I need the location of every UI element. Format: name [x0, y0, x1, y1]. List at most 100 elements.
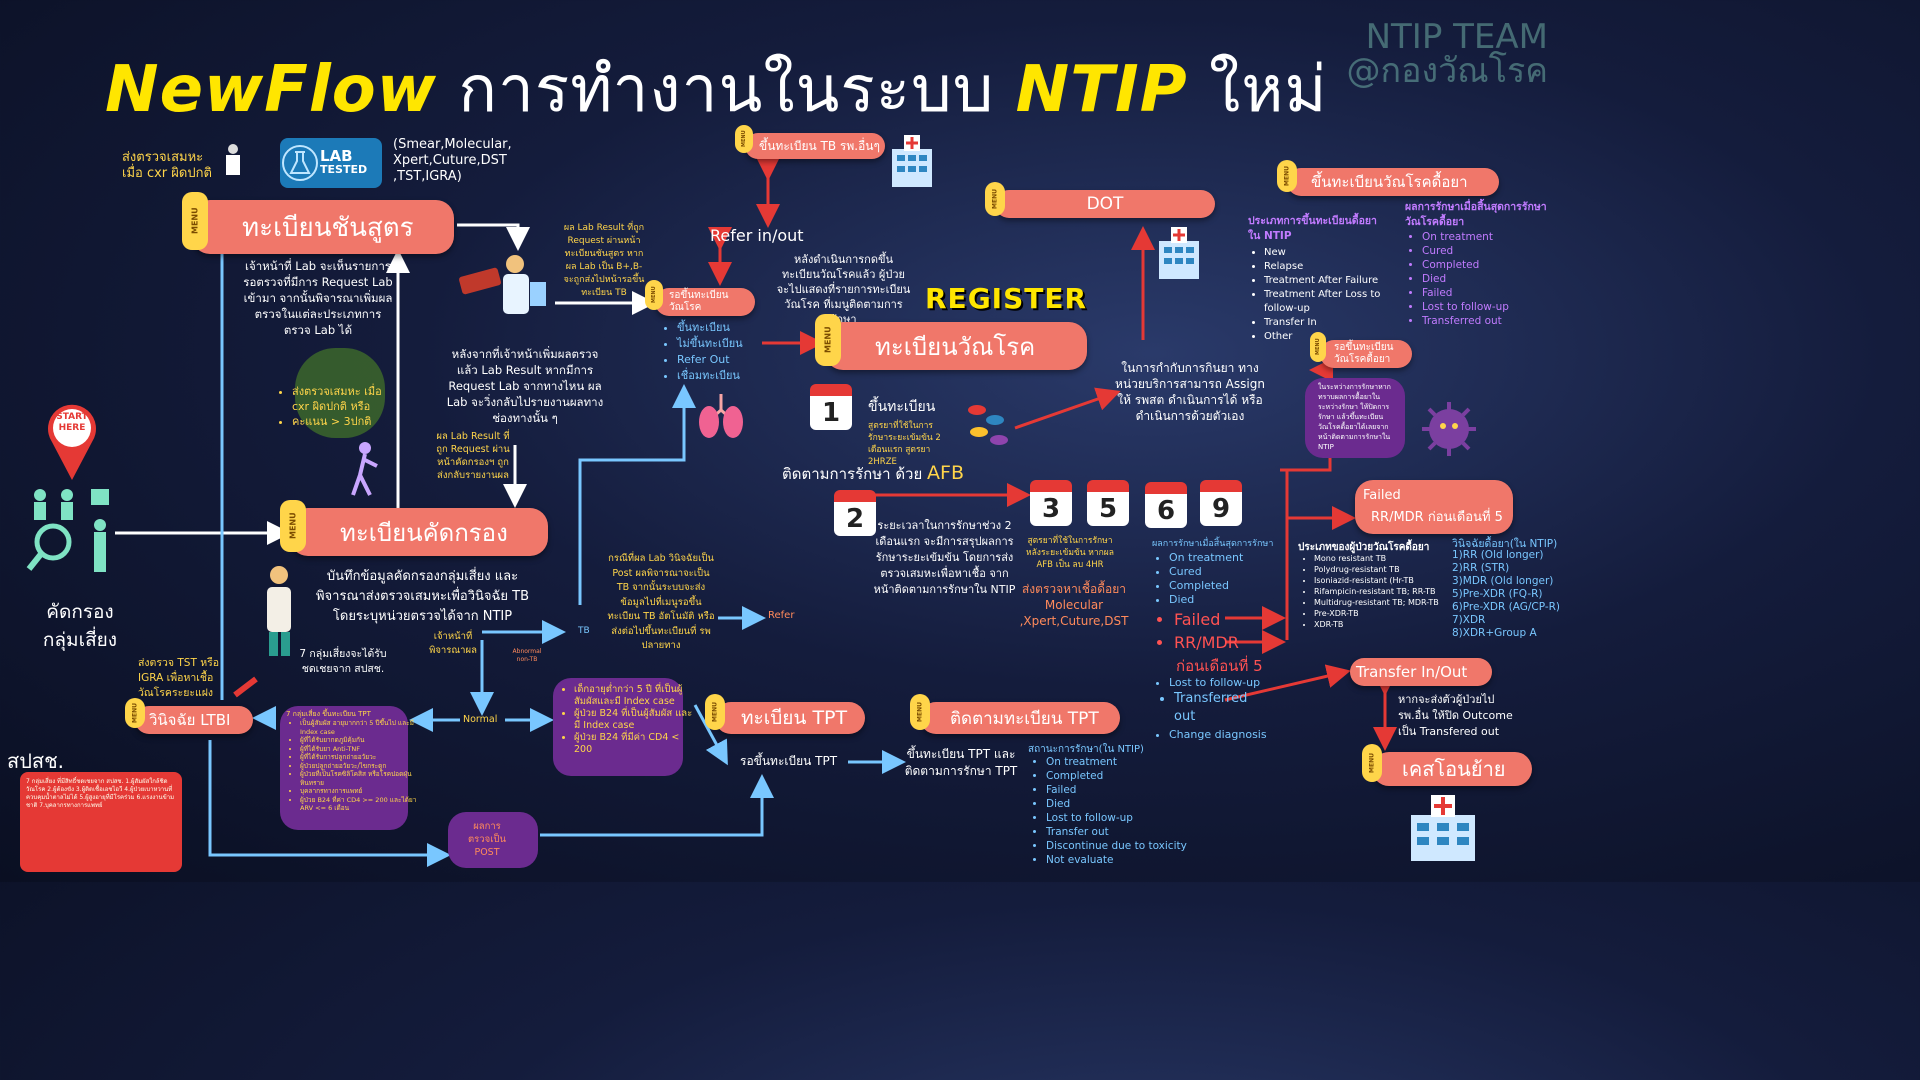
dr-types-title: ประเภทการขึ้นทะเบียนดื้อยาใน NTIP [1248, 215, 1377, 242]
tb-register-button[interactable]: MENU ทะเบียนวัณโรค [815, 314, 1087, 370]
menu-tag: MENU [1310, 332, 1326, 362]
dot-desc: ในการกำกับการกินยา ทางหน่วยบริการสามารถ … [1115, 361, 1265, 423]
title-thai: การทำงานในระบบ [436, 53, 1016, 127]
waiting-tb-action: เชื่อมทะเบียน [677, 368, 743, 384]
dr-outcome-item: Lost to follow-up [1422, 300, 1509, 314]
before-month5: ก่อนเดือนที่ 5 [1176, 657, 1263, 675]
register-step-label: ขึ้นทะเบียน [868, 399, 936, 415]
tpt-status-item: Died [1046, 797, 1187, 811]
lab-register-desc: เจ้าหน้าที่ Lab จะเห็นรายการรอตรวจที่มีก… [243, 259, 393, 337]
ltbi-button[interactable]: MENU วินิจฉัย LTBI [125, 698, 253, 734]
dr-reg-types-list: 1)RR (Old longer) 2)RR (STR) 3)MDR (Old … [1452, 549, 1560, 640]
dr-type-item: Treatment After Failure [1264, 274, 1404, 288]
case-move-button[interactable]: MENU เคสโอนย้าย [1362, 744, 1532, 786]
dot-button[interactable]: MENU DOT [985, 182, 1215, 218]
outcome-list: On treatment Cured Completed Died [1155, 551, 1243, 607]
ltbi-label: วินิจฉัย LTBI [149, 711, 231, 729]
screen-register-desc: บันทึกข้อมูลคัดกรองกลุ่มเสี่ยง และพิจารณ… [315, 569, 530, 624]
waiting-tb-actions: ขึ้นทะเบียน ไม่ขึ้นทะเบียน Refer Out เชื… [663, 320, 743, 384]
lab-register-button[interactable]: MENU ทะเบียนชันสูตร [182, 192, 454, 254]
dr-type-item: New [1264, 246, 1404, 260]
germ-illustration [295, 348, 385, 438]
register-heading: REGISTER [925, 282, 1088, 315]
screen-register-label: ทะเบียนคัดกรอง [340, 518, 508, 547]
arrow-layer [208, 157, 1397, 867]
screen-register-button[interactable]: MENU ทะเบียนคัดกรอง [280, 500, 548, 556]
seven-tpt-item: ผู้ป่วย B24 ที่ค่า CD4 >= 200 และได้ยา A… [300, 796, 418, 813]
screen-criteria-item: ส่งตรวจเสมหะ เมื่อ cxr ผิดปกติ หรือ [292, 384, 402, 414]
patient-type-item: Multidrug-resistant TB; MDR-TB [1314, 597, 1439, 608]
lab-test-types: (Smear,Molecular, Xpert,Cuture,DST ,TST,… [393, 137, 512, 184]
dr-outcome-item: On treatment [1422, 230, 1509, 244]
calendar-icon: 2 [834, 490, 876, 536]
change-diagnosis-item: Change diagnosis [1169, 728, 1267, 742]
lab-register-label: ทะเบียนชันสูตร [242, 212, 414, 243]
waiting-tb-action: ขึ้นทะเบียน [677, 320, 743, 336]
menu-tag: MENU [910, 694, 930, 730]
tpt-status-item: Completed [1046, 769, 1187, 783]
watermark: NTIP TEAM @กองวัณโรค [1346, 20, 1548, 88]
hospital-icon [890, 133, 934, 187]
start-here-label: START HERE [56, 412, 88, 433]
doctor-xray-illustration [255, 565, 303, 660]
result-note-tb: ผล Lab Result ที่ถูก Request ผ่านหน้าทะเ… [563, 223, 645, 298]
dr-reg-type-item: 8)XDR+Group A [1452, 627, 1537, 639]
child-note-item: ผู้ป่วย B24 ที่เป็นผู้สัมผัส และ มี Inde… [574, 708, 694, 732]
tpt-follow-button[interactable]: MENU ติดตามทะเบียน TPT [910, 694, 1120, 734]
dr-outcome-title: ผลการรักษาเมื่อสิ้นสุดการรักษาวัณโรคดื้อ… [1405, 201, 1547, 228]
seven-tpt-item: ผู้ป่วยปลูกถ่ายอวัยวะ/ไขกระดูก [300, 762, 418, 771]
menu-tag: MENU [645, 280, 663, 310]
dr-register-button[interactable]: MENU ขึ้นทะเบียนวัณโรคดื้อยา [1277, 160, 1499, 196]
waiting-tb-button[interactable]: MENU รอขึ้นทะเบียน วัณโรค [645, 280, 755, 316]
dr-reg-type-item: 6)Pre-XDR (AG/CP-R) [1452, 601, 1561, 613]
menu-tag: MENU [735, 125, 753, 153]
waiting-tb-label: รอขึ้นทะเบียน วัณโรค [669, 290, 729, 313]
abnormal-label: Abnormal non-TB [512, 648, 542, 663]
outcome-list-2: Lost to follow-up [1155, 676, 1260, 690]
dr-type-item: Other [1264, 330, 1404, 344]
tpt-status-item: Lost to follow-up [1046, 811, 1187, 825]
seven-tpt-item: ผู้ที่ได้รับยา Anti-TNF [300, 745, 418, 754]
transfer-inout-button[interactable]: Transfer In/Out [1350, 658, 1492, 686]
screening-people-icon [25, 487, 115, 579]
outcome-title: ผลการรักษาเมื่อสิ้นสุดการรักษา [1152, 539, 1274, 549]
page-title: NewFlow การทำงานในระบบ NTIP ใหม่ [105, 38, 1328, 140]
tb-register-label: ทะเบียนวัณโรค [875, 332, 1036, 361]
regimen-intensive: สูตรยาที่ใช้ในการรักษาระยะเข้มข้น 2 เดือ… [868, 421, 941, 467]
menu-tag: MENU [985, 182, 1005, 216]
patient-type-item: Rifampicin-resistant TB; RR-TB [1314, 586, 1439, 597]
dr-waiting-button[interactable]: MENU รอขึ้นทะเบียน วัณโรคดื้อยา [1310, 332, 1412, 368]
child-note-item: ผู้ป่วย B24 ที่มีค่า CD4 < 200 [574, 732, 694, 756]
start-here-pin: START HERE [46, 402, 98, 482]
title-ntip: NTIP [1015, 53, 1188, 127]
tpt-register-label: ทะเบียน TPT [741, 707, 848, 729]
patient-type-item: Isoniazid-resistant (Hr-TB [1314, 575, 1439, 586]
failed-rr-list: Failed RR/MDR [1160, 608, 1239, 654]
seven-tpt-box [280, 706, 408, 830]
refer-other-button[interactable]: MENU ขึ้นทะเบียน TB รพ.อื่นๆ [735, 125, 885, 159]
seven-tpt-list: เป็นผู้สัมผัส อายุมากกว่า 5 ปีขึ้นไป และ… [286, 719, 418, 813]
dot-label: DOT [1086, 194, 1124, 214]
outcome-item: Completed [1169, 579, 1243, 593]
coughing-person-icon [345, 440, 385, 498]
tpt-follow-desc: ขึ้นทะเบียน TPT และติดตามการรักษา TPT [904, 747, 1018, 778]
outcome-item: Died [1169, 593, 1243, 607]
dr-outcome-item: Died [1422, 272, 1509, 286]
result-note-screen: ผล Lab Result ที่ถูก Request ผ่านหน้าคัด… [436, 431, 510, 481]
change-diag-list: Change diagnosis [1155, 728, 1267, 742]
menu-tag: MENU [815, 314, 841, 366]
dr-reg-type-item: 7)XDR [1452, 614, 1486, 626]
outcome-item: Lost to follow-up [1169, 676, 1260, 690]
tpt-status-title: สถานะการรักษา(ใน NTIP) [1028, 744, 1144, 755]
patient-types-list: Mono resistant TB Polydrug-resistant TB … [1300, 553, 1439, 630]
failed-item: Failed [1174, 608, 1239, 631]
tpt-register-button[interactable]: MENU ทะเบียน TPT [705, 694, 865, 734]
child-note-box [553, 678, 683, 776]
seven-groups-note: 7 กลุ่มเสี่ยงจะได้รับชดเชยจาก สปสช. [299, 648, 387, 675]
case-move-label: เคสโอนย้าย [1402, 757, 1506, 781]
dr-type-item: Treatment After Loss to follow-up [1264, 288, 1404, 316]
send-sputum-note: ส่งตรวจเสมหะ เมื่อ cxr ผิดปกติ [122, 150, 212, 181]
refer-label: Refer [768, 610, 795, 621]
title-new: ใหม่ [1187, 53, 1328, 127]
